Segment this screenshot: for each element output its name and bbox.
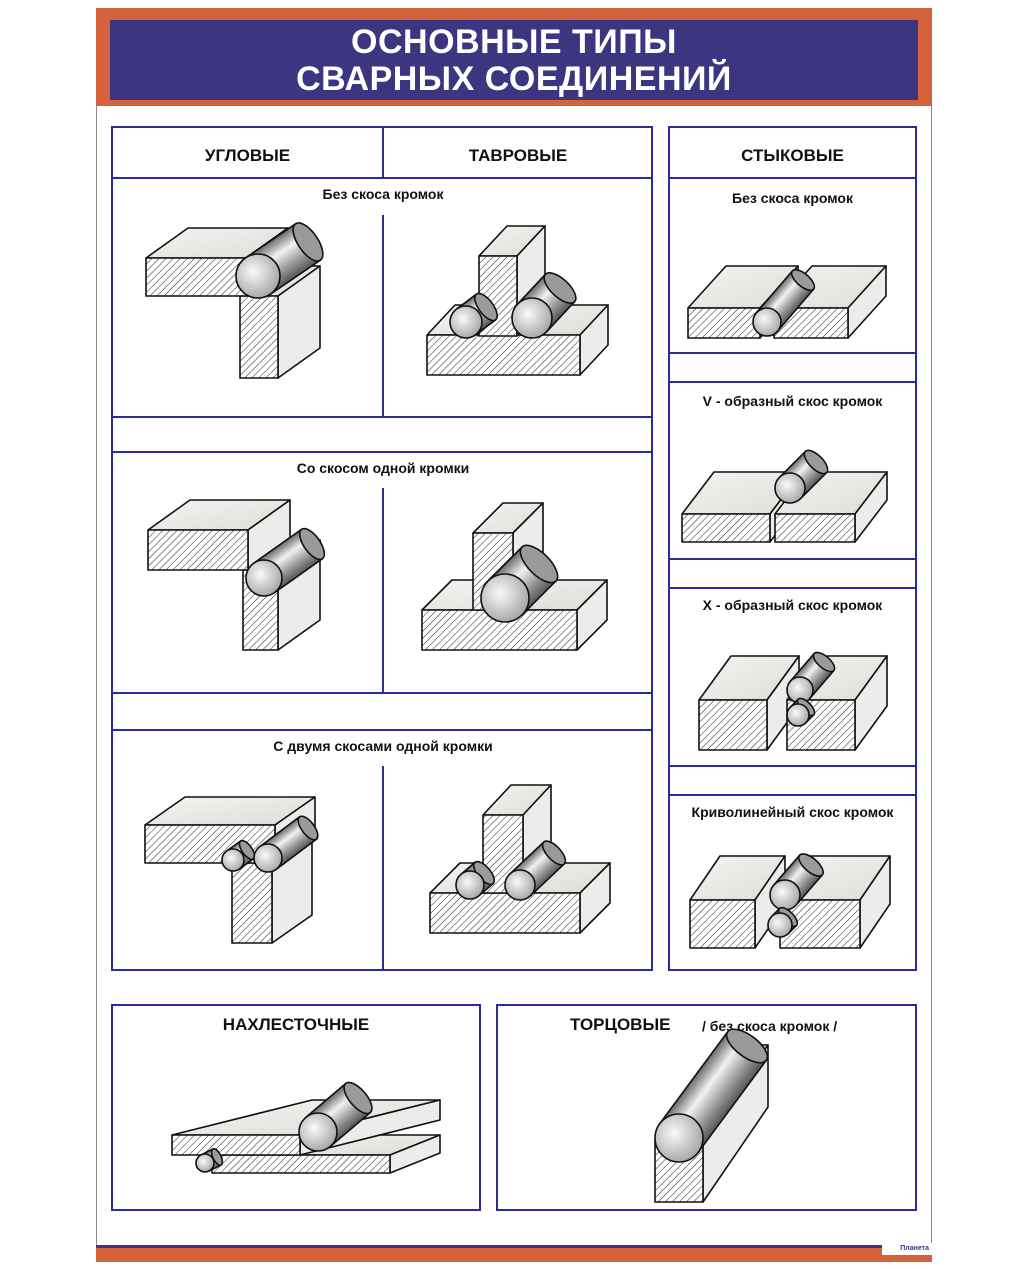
caption-no-bevel: Без скоса кромок — [322, 186, 444, 202]
corner-joint-double-bevel — [144, 796, 319, 944]
weld-section — [298, 1112, 338, 1152]
divider — [111, 416, 653, 418]
weld-section — [449, 305, 483, 339]
plate-section-hatch — [774, 513, 856, 543]
bottom-band — [96, 1245, 932, 1262]
butt-joint-curved-bevel — [689, 853, 891, 949]
header-tee: ТАВРОВЫЕ — [468, 146, 568, 165]
publisher-logo: Планета — [882, 1243, 932, 1255]
weld-section — [235, 253, 281, 299]
plate-section-hatch — [698, 699, 768, 751]
plate-section-hatch — [689, 899, 756, 949]
lap-joint — [171, 1081, 441, 1174]
divider — [111, 177, 653, 179]
butt-panel — [668, 126, 917, 971]
weld-section — [786, 703, 810, 727]
divider — [382, 766, 384, 970]
page-title: ОСНОВНЫЕ ТИПЫ СВАРНЫХ СОЕДИНЕНИЙ — [110, 20, 918, 100]
plate-section-hatch — [426, 334, 581, 376]
caption-single-bevel: Со скосом одной кромки — [296, 460, 470, 476]
plate-section-hatch — [171, 1134, 301, 1156]
divider — [382, 215, 384, 417]
weld-section — [504, 869, 536, 901]
header-corner: УГЛОВЫЕ — [204, 146, 291, 165]
header-butt: СТЫКОВЫЕ — [741, 146, 844, 165]
title-line-1: ОСНОВНЫЕ ТИПЫ — [351, 23, 677, 61]
divider — [668, 765, 917, 767]
divider — [668, 794, 917, 796]
divider — [382, 126, 384, 178]
butt-joint-v-bevel — [681, 449, 888, 543]
header-lap: НАХЛЕСТОЧНЫЕ — [222, 1015, 370, 1034]
corner-joint-single-bevel — [147, 499, 326, 651]
divider — [668, 558, 917, 560]
weld-section — [767, 912, 793, 938]
plate-section-hatch — [231, 862, 273, 944]
divider — [111, 692, 653, 694]
caption-butt-no-bevel: Без скоса кромок — [732, 190, 853, 206]
header-edge: ТОРЦОВЫЕ — [570, 1015, 671, 1034]
weld-section — [752, 307, 782, 337]
divider — [382, 488, 384, 693]
weld-section — [480, 573, 530, 623]
corner-joint-no-bevel — [145, 222, 324, 379]
divider — [668, 352, 917, 354]
lap-panel — [111, 1004, 481, 1211]
weld-section — [245, 559, 283, 597]
caption-butt-v: V - образный скос кромок — [702, 393, 883, 409]
plate-section-hatch — [211, 1154, 391, 1174]
plate-section-hatch — [145, 257, 247, 297]
caption-double-bevel: С двумя скосами одной кромки — [273, 738, 493, 754]
weld-section — [511, 297, 553, 339]
plate-section-hatch — [147, 529, 249, 571]
divider — [668, 177, 917, 179]
caption-butt-x: X - образный скос кромок — [702, 597, 883, 613]
tee-joint-no-bevel — [426, 225, 609, 376]
title-line-2: СВАРНЫХ СОЕДИНЕНИЙ — [296, 60, 732, 98]
weld-section — [253, 843, 283, 873]
edge-panel — [496, 1004, 917, 1211]
divider — [668, 587, 917, 589]
plate-section-hatch — [687, 307, 761, 339]
tee-joint-single-bevel — [421, 502, 608, 651]
butt-joint-x-bevel — [698, 651, 888, 751]
weld-section — [455, 870, 485, 900]
divider — [111, 729, 653, 731]
divider — [111, 451, 653, 453]
plate-section-hatch — [681, 513, 771, 543]
divider — [668, 381, 917, 383]
weld-section — [654, 1113, 704, 1163]
weld-section — [769, 879, 801, 911]
weld-section — [221, 848, 245, 872]
butt-joint-no-bevel — [687, 265, 887, 339]
plate-section-hatch — [239, 295, 279, 379]
plate-section-hatch — [429, 892, 581, 934]
weld-section — [774, 472, 806, 504]
tee-joint-double-bevel — [429, 784, 611, 934]
weld-section — [195, 1153, 215, 1173]
edge-joint — [654, 1028, 769, 1203]
caption-butt-curved: Криволинейный скос кромок — [691, 804, 894, 820]
